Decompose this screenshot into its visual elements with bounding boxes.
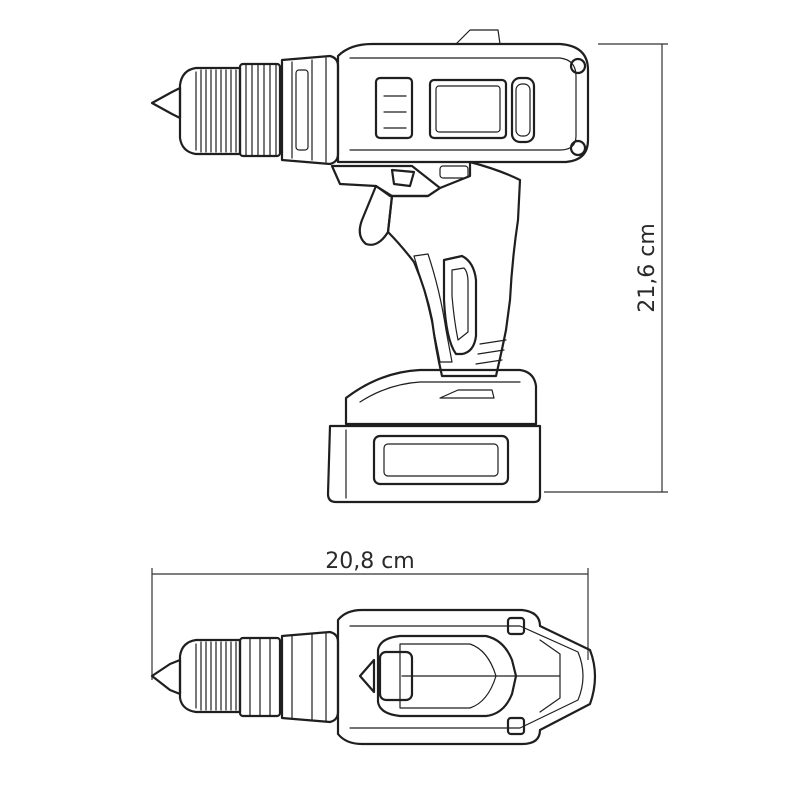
chuck-collar-ribs [245, 63, 277, 157]
height-label: 21,6 cm [635, 223, 660, 313]
chuck-grip-ribs [195, 69, 237, 153]
height-dimension: 21,6 cm [544, 43, 668, 493]
drill-side-view [150, 29, 590, 504]
width-label: 20,8 cm [325, 549, 415, 574]
width-dimension: 20,8 cm [151, 549, 589, 680]
drill-top-view [150, 608, 597, 746]
